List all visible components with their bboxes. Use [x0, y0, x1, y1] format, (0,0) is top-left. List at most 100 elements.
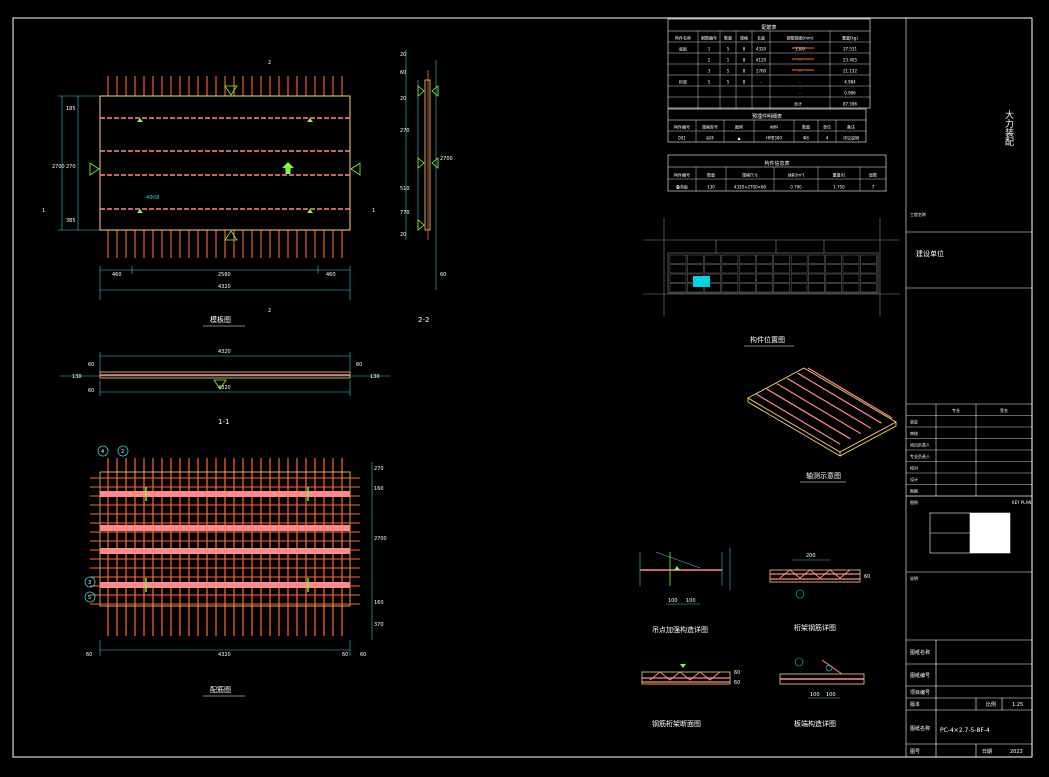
rv-dim-right-3: 2700	[374, 536, 387, 542]
table-header-cell: 构件名称	[675, 35, 691, 41]
top-dim-1: 460	[112, 272, 122, 278]
plan-cell	[773, 283, 790, 293]
plan-cell	[687, 254, 704, 264]
table-cell: 2700	[756, 69, 767, 74]
iso-rebar	[786, 377, 872, 429]
approval-header: 签名	[1000, 407, 1008, 413]
table-cell: 001	[678, 136, 686, 141]
table-cell: 37.531	[843, 47, 857, 52]
table-cell: -	[799, 80, 801, 85]
table-cell: 23.405	[843, 58, 857, 63]
table-cell: ▲	[737, 136, 741, 141]
plan-cell	[669, 254, 687, 264]
lifting-point-icon	[137, 118, 143, 122]
plan-cell	[704, 254, 721, 264]
table-header-cell: 钢筋简图(mm)	[787, 35, 814, 41]
plan-cell	[860, 283, 877, 293]
scale-label: 比例	[986, 701, 996, 708]
highlighted-slab	[693, 276, 710, 287]
iso-rebar	[797, 372, 882, 424]
s11-dim-top: 4320	[218, 349, 231, 355]
top-dim-2: 2560	[218, 272, 231, 278]
section-1-1: 4320 4320 60 130 60 60 130 1-1	[60, 349, 390, 426]
plan-cell	[842, 283, 860, 293]
section-11-title: 1-1	[218, 418, 229, 426]
table-header-cell: 体积(m³)	[788, 172, 805, 178]
plan-cell	[808, 283, 825, 293]
table-header-cell: 材料	[770, 124, 778, 130]
section-22-title: 2-2	[418, 316, 429, 324]
remark-label: 说明	[910, 575, 918, 581]
s11-dim-bottom: 4320	[218, 385, 231, 391]
plan-cell	[773, 273, 790, 283]
table-header-cell: 数量	[802, 124, 810, 130]
plan-cell	[756, 264, 773, 274]
plan-cell	[756, 273, 773, 283]
table-cell: 4320×2700×60	[734, 185, 767, 190]
detail1-dim-1: 100	[668, 598, 678, 604]
table-cell: 4320	[756, 47, 767, 52]
rv-dim-small-1: 60	[86, 652, 92, 658]
cut-marker-top: 2	[268, 60, 271, 66]
iso-rebar	[766, 388, 851, 440]
table-cell: 21.132	[843, 69, 857, 74]
table-total-value: 87.596	[843, 102, 857, 107]
table-cell: -	[760, 80, 762, 85]
top-dim-total: 4320	[218, 284, 231, 290]
table-cell: 底板	[679, 46, 687, 52]
detail4-dim-1: 100	[810, 692, 820, 698]
plan-cell	[790, 254, 808, 264]
plan-cell	[721, 283, 739, 293]
rv-dim-small-3: 60	[360, 652, 366, 658]
table-cell: Φ8	[803, 136, 809, 141]
bubble-2: 2	[121, 449, 124, 455]
table-header-cell: 钢筋编号	[701, 35, 717, 41]
iso-rebar	[776, 383, 862, 435]
left-dim-1: 185	[66, 106, 76, 112]
plan-cell	[739, 273, 756, 283]
table-header-cell: 备注	[847, 124, 855, 130]
plan-cell	[773, 254, 790, 264]
truss-band	[100, 582, 350, 588]
table-title: 构件信息表	[764, 160, 789, 167]
s22-dim-7: 770	[400, 210, 410, 216]
s11-side-4: 60	[356, 362, 362, 368]
plan-cell	[756, 283, 773, 293]
iso-rebar	[755, 393, 841, 445]
s11-side-1: 60	[88, 362, 94, 368]
table-cell: 2	[708, 58, 711, 63]
plan-cell	[860, 254, 877, 264]
detail-lifting-point: 100 100 吊点加强构造详图	[639, 548, 731, 634]
cut-marker-right: 1	[372, 208, 375, 214]
plan-cell	[808, 264, 825, 274]
truss-band	[100, 525, 350, 531]
detail3-dim-1: 60	[734, 670, 740, 676]
plan-cell	[669, 264, 687, 274]
isometric-rebars	[755, 367, 893, 445]
plan-cell	[687, 264, 704, 274]
table-cell: 8	[743, 58, 746, 63]
slab-top-view: 460 2560 460 4320 185 270 385 2700 2 2 1…	[42, 60, 375, 327]
lifting-point-icon	[307, 118, 313, 122]
s22-dim-4: 270	[400, 128, 410, 134]
detail2-dim-2: 60	[864, 574, 870, 580]
cut-marker-bottom: 2	[268, 308, 271, 314]
approval-role: 审核	[910, 430, 918, 436]
detail4-dim-2: 100	[826, 692, 836, 698]
table-cell: 4	[826, 136, 829, 141]
table-header-cell: 构件编号	[674, 124, 690, 130]
table-cell: 7	[872, 185, 875, 190]
table-cell: 3	[708, 69, 711, 74]
table-title: 预埋件明细表	[752, 113, 782, 120]
top-view-truss-lines	[100, 117, 350, 213]
s11-side-3: 60	[88, 388, 94, 394]
iso-rebar	[807, 367, 893, 419]
slab-outline	[99, 95, 351, 231]
table-cell: -	[799, 91, 801, 96]
detail-slab-end: 100 100 板端构造详图	[779, 657, 865, 728]
detail3-dim-2: 60	[734, 680, 740, 686]
approval-grid: 专业签名审定审核项目负责人专业负责人校对设计制图	[906, 404, 1032, 497]
plan-cell	[704, 264, 721, 274]
